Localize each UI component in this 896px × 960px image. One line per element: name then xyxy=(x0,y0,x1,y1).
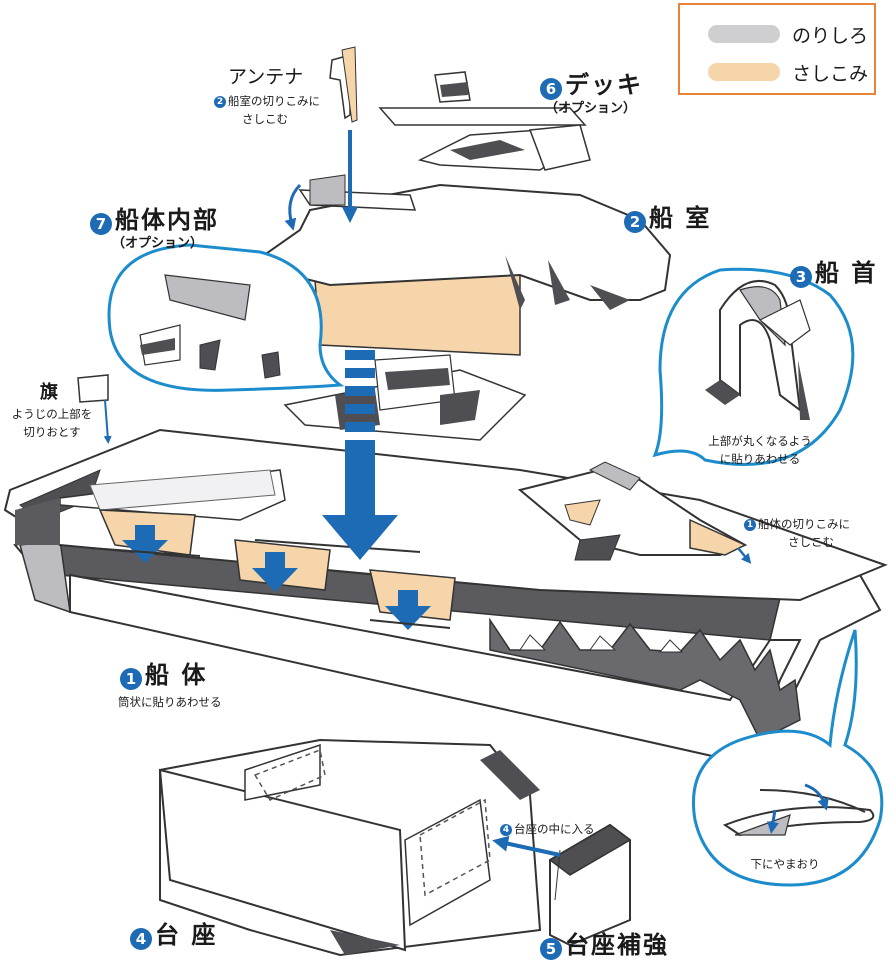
stand-title: 台 座 xyxy=(155,921,218,949)
step-2-badge-cabin: 2 xyxy=(624,210,646,233)
stand-reinforcement xyxy=(492,823,632,947)
reinforce-title: 台座補強 xyxy=(565,931,669,959)
cabin-title: 船 室 xyxy=(649,204,712,232)
antenna-title: アンテナ xyxy=(228,66,304,88)
antenna-part xyxy=(329,46,358,123)
step-2-badge: 2 xyxy=(214,95,226,108)
deck-part xyxy=(378,71,591,171)
step-1-badge: 1 xyxy=(120,667,142,690)
step-4-badge: 4 xyxy=(130,927,152,950)
stand-part xyxy=(158,738,542,957)
legend: のりしろ さしこみ xyxy=(678,3,876,95)
step-3-badge: 3 xyxy=(790,265,812,288)
stand-insert-note-text: 台座の中に入る xyxy=(514,822,595,836)
step-1-badge-small: 1 xyxy=(744,518,756,531)
antenna-note-line1: 船室の切りこみに xyxy=(228,94,320,108)
interior-title: 船体内部 xyxy=(115,206,219,234)
bow-bubble xyxy=(652,267,855,466)
deck-sub: （オプション） xyxy=(545,101,637,116)
glue-swatch xyxy=(708,25,780,43)
step-5-badge: 5 xyxy=(540,937,562,960)
hull-part xyxy=(3,428,888,762)
glue-label: のりしろ xyxy=(792,25,869,47)
insert-swatch xyxy=(708,63,780,81)
interior-bubble xyxy=(107,243,345,392)
flag-note: ようじの上部を 切りおとす xyxy=(2,405,102,441)
insert-label: さしこみ xyxy=(792,63,869,85)
hull-note: 筒状に貼りあわせる xyxy=(118,695,222,709)
hull-insert-note-line1: 船体の切りこみに xyxy=(758,517,850,531)
flag-note-line1: ようじの上部を xyxy=(11,407,93,421)
antenna-note-line2: さしこむ xyxy=(242,112,288,126)
bow-title: 船 首 xyxy=(815,259,878,287)
fold-bubble xyxy=(692,629,884,887)
bow-note: 上部が丸くなるよう に貼りあわせる xyxy=(690,432,830,468)
hull-insert-note-line2: さしこむ xyxy=(788,535,834,549)
interior-sub: （オプション） xyxy=(112,236,204,251)
hull-title: 船 体 xyxy=(145,661,208,689)
bow-piece xyxy=(517,461,752,564)
flag-title: 旗 xyxy=(40,382,58,403)
bow-note-line1: 上部が丸くなるよう xyxy=(708,434,812,448)
center-arrow xyxy=(322,350,398,560)
fold-note: 下にやまおり xyxy=(750,857,820,871)
step-7-badge: 7 xyxy=(90,212,112,235)
flag-part xyxy=(77,374,112,444)
flag-note-line2: 切りおとす xyxy=(23,425,81,439)
cabin-part xyxy=(247,130,672,356)
step-6-badge: 6 xyxy=(540,77,562,100)
bow-note-line2: に貼りあわせる xyxy=(719,452,801,466)
step-4-badge-small: 4 xyxy=(500,823,512,836)
deck-title: デッキ xyxy=(565,71,643,99)
